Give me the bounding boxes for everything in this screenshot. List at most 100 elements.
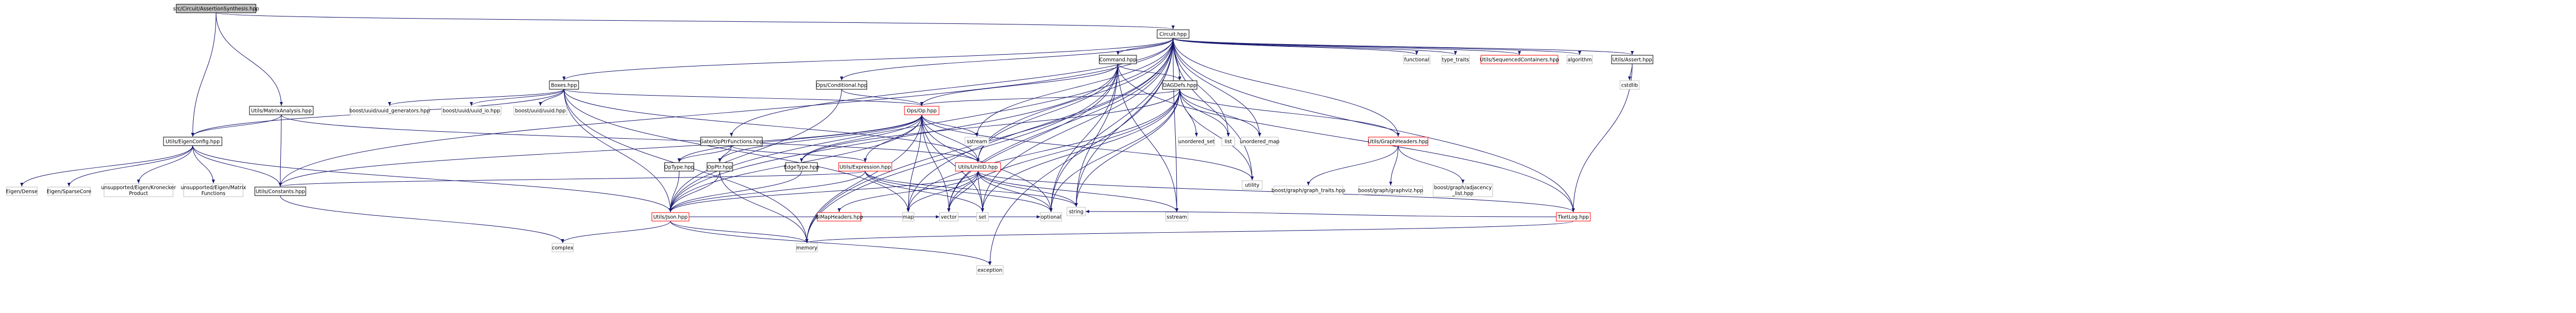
edge-unitid-to-bimap [838,171,978,213]
edge-root-to-eigen [191,12,217,137]
edge-dagdefs-to-graphh [1179,89,1400,137]
node-command-hpp[interactable]: Command.hpp [1099,55,1137,64]
node-box [1240,137,1279,146]
node-edgetype-hpp[interactable]: EdgeType.hpp [784,162,820,172]
node-label: Utils/Constants.hpp [256,189,305,195]
node-box [1403,55,1431,64]
node-opptr-hpp[interactable]: OpPtr.hpp [707,162,733,172]
node-label: Utils/GraphHeaders.hpp [1368,139,1428,145]
edge-uexpr-to-string [865,171,1078,207]
node-utils-graphheaders-hpp[interactable]: Utils/GraphHeaders.hpp [1368,137,1428,146]
node-label: Utils/Assert.hpp [1612,57,1652,63]
node-label: unordered_set [1178,139,1215,145]
node-ops-op-hpp[interactable]: Ops/Op.hpp [904,106,940,115]
node-box [796,243,818,252]
edge-assert-to-tketlog [1572,63,1633,213]
edge-tketlog-to-string [1085,210,1557,217]
edge-opsop-to-opptr [718,114,922,163]
edge-command-to-dagdefs [1117,63,1182,81]
node-label: OpPtr.hpp [707,165,732,171]
node-label: Boxes.hpp [551,83,577,89]
edge-gateopptr-to-uexpr [731,145,867,163]
node-box [838,162,892,172]
node-layer: src/Circuit/AssertionSynthesis.hppCircui… [6,4,1653,275]
edge-unitid-to-sstream2 [978,171,1178,213]
edge-command-to-optional [1049,63,1118,213]
node-box [1040,212,1062,222]
node-label: sstream [967,139,987,145]
node-box [816,80,867,90]
node-box [1358,185,1423,195]
edge-dagdefs-to-map [907,89,1180,213]
edge-opsop-to-edgetype [800,114,922,163]
edge-graphh-to-bgadj [1398,145,1464,184]
edge-circuit-to-tketlog [1173,38,1575,213]
edge-optype-to-json [669,171,679,213]
edge-unitid-to-json [669,171,978,213]
node-box [183,183,244,197]
edge-command-to-string [1074,63,1118,207]
node-gate-opptrfunctions-hpp[interactable]: Gate/OpPtrFunctions.hpp [700,137,763,146]
node-label: Utils/SequencedContainers.hpp [1480,57,1559,63]
edge-eigen-to-json [192,145,672,213]
node-utils-expression-hpp[interactable]: Utils/Expression.hpp [838,162,892,172]
edge-opsop-to-set [921,114,984,213]
edge-tketlog-to-memory [805,221,1574,243]
node-optype-hpp[interactable]: OpType.hpp [664,162,694,172]
node-label: src/Circuit/AssertionSynthesis.hpp [173,6,259,12]
node-utils-assert-hpp[interactable]: Utils/Assert.hpp [1611,55,1653,64]
node-utils-json-hpp[interactable]: Utils/Json.hpp [651,212,690,222]
node-ops-conditional-hpp[interactable]: Ops/Conditional.hpp [816,80,867,90]
node-dagdefs-hpp[interactable]: DAGDefs.hpp [1162,80,1197,90]
node-utils-unitid-hpp[interactable]: Utils/UnitID.hpp [955,162,1001,172]
node-label: Utils/UnitID.hpp [958,165,998,171]
edge-json-to-memory [670,221,808,243]
edge-circuit-to-seqcont [1173,38,1521,55]
node-utils-sequencedcontainers-hpp[interactable]: Utils/SequencedContainers.hpp [1480,55,1559,64]
edge-unitid-to-map [907,171,978,213]
edge-command-to-unitid [976,63,1118,163]
node-tketlog-hpp[interactable]: TketLog.hpp [1556,212,1591,222]
node-bimapheaders-hpp[interactable]: BiMapHeaders.hpp [815,212,863,222]
edge-opsop-to-sstream1 [921,114,979,137]
edge-circuit-to-sstream1 [975,38,1174,137]
edge-circuit-to-list [1173,38,1230,137]
node-label: TketLog.hpp [1557,215,1589,221]
edge-layer [20,12,1634,266]
edge-circuit-to-unordmap [1173,38,1261,137]
edge-command-to-sstream2 [1117,63,1178,213]
node-box [817,212,861,222]
node-box [47,187,91,196]
node-utils-matrixanalysis-hpp[interactable]: Utils/MatrixAnalysis.hpp [249,106,314,115]
edge-circuit-to-sstream2 [1173,38,1178,213]
edge-opptr-to-json [669,171,720,213]
node-label: Product [129,191,148,197]
node-box [955,162,1001,172]
node-box [1368,137,1428,146]
node-label: boost/uuid/uuid.hpp [515,108,565,114]
edge-root-to-matrix [216,12,283,106]
node-label: unsupported/Eigen/Matrix [180,185,246,191]
node-box [6,187,38,196]
node-sstream: sstream [1165,212,1188,222]
edge-eigen-to-eigsparse [67,145,193,187]
node-label: Utils/Json.hpp [653,215,688,221]
node-label: Gate/OpPtrFunctions.hpp [700,139,763,145]
edge-command-to-tketlog [1117,63,1575,213]
node-box [1221,137,1235,146]
edge-gateopptr-to-optype [677,145,732,163]
node-label: utility [1245,183,1259,189]
edge-opptr-to-memory [719,171,808,243]
node-circuit-hpp[interactable]: Circuit.hpp [1157,29,1190,39]
node-utils-eigenconfig-hpp[interactable]: Utils/EigenConfig.hpp [163,137,222,146]
node-utils-constants-hpp[interactable]: Utils/Constants.hpp [254,187,306,196]
node-boxes-hpp[interactable]: Boxes.hpp [549,80,579,90]
node-functional: functional [1403,55,1431,64]
node-memory: memory [796,243,818,252]
node-box [1566,55,1593,64]
node-label: functional [1404,57,1429,63]
node-label: EdgeType.hpp [784,165,820,171]
node-label: sstream [1167,215,1187,221]
edge-circuit-to-typetraits [1173,38,1457,55]
edge-graphh-to-bgviz [1389,145,1399,186]
